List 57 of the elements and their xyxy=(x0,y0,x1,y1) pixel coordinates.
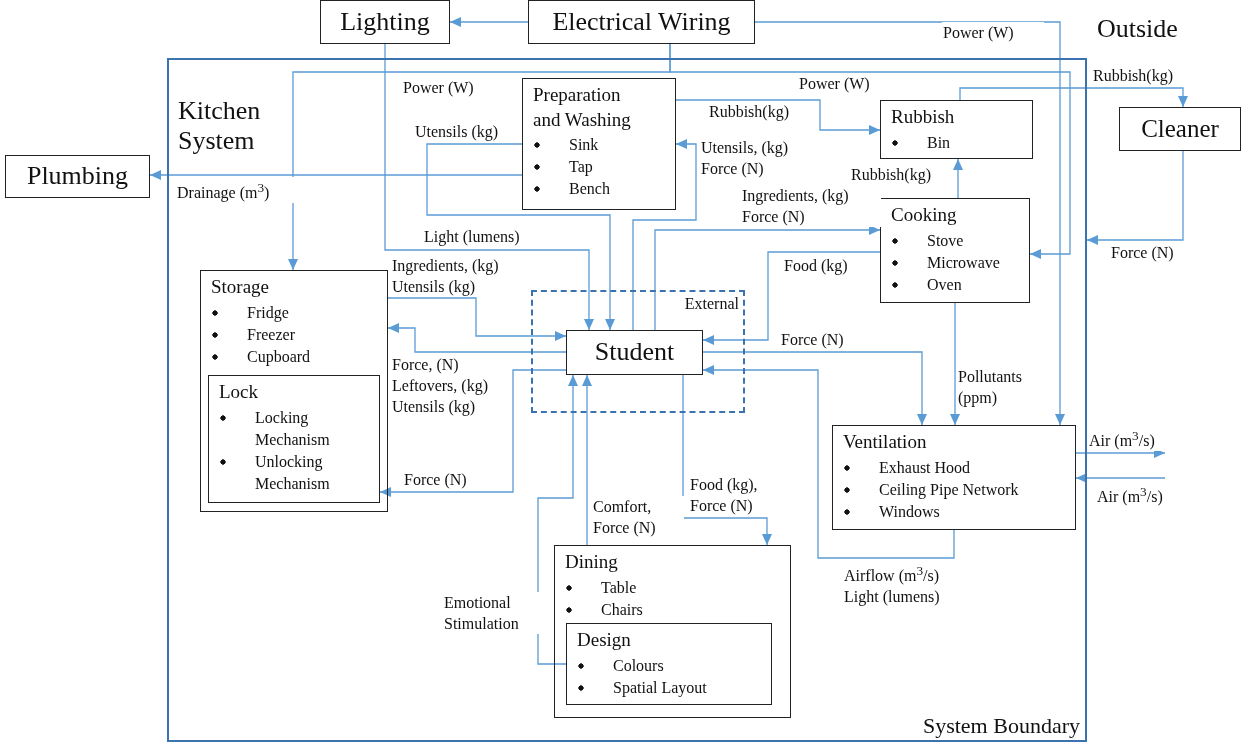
node-title: Design xyxy=(577,628,632,652)
component-box xyxy=(1119,107,1241,151)
arrow xyxy=(669,43,1071,259)
edge-label: Power (W) xyxy=(942,22,1044,43)
node-label: Student xyxy=(594,338,675,367)
arrow xyxy=(959,87,1188,108)
system-title: Kitchen System xyxy=(178,96,262,156)
system-boundary xyxy=(167,58,1087,742)
node-title: Cooking xyxy=(891,203,958,227)
arrow xyxy=(449,17,529,27)
arrow xyxy=(953,158,963,199)
region-label: External xyxy=(684,295,739,314)
component-box xyxy=(208,375,380,503)
component-box xyxy=(832,425,1076,530)
node-label: Lighting xyxy=(340,7,430,37)
arrow xyxy=(1086,150,1184,245)
component-box xyxy=(880,100,1033,159)
arrow xyxy=(950,302,960,426)
node-title: Rubbish xyxy=(891,105,956,129)
component-box xyxy=(880,198,1030,303)
arrow xyxy=(387,323,567,353)
arrow xyxy=(387,297,567,341)
node-label: Plumbing xyxy=(26,162,129,191)
component-box xyxy=(200,270,388,512)
arrow xyxy=(1075,473,1166,483)
edge-label: Comfort, Force (N) xyxy=(592,496,684,538)
arrow xyxy=(582,374,592,546)
node-title: Ventilation xyxy=(843,430,928,454)
component-box xyxy=(522,78,676,210)
component-box xyxy=(528,0,755,44)
arrow xyxy=(384,43,594,331)
dashed-boundary xyxy=(531,290,745,413)
arrow xyxy=(682,374,772,546)
component-box xyxy=(554,545,791,718)
component-box xyxy=(320,0,450,44)
component-box xyxy=(5,155,150,198)
arrow xyxy=(149,170,523,180)
region-label: Outside xyxy=(1097,14,1178,44)
arrow xyxy=(702,365,955,559)
arrow xyxy=(632,139,697,331)
node-label: Cleaner xyxy=(1141,115,1219,143)
arrow xyxy=(537,374,578,665)
node-title: Preparation and Washing xyxy=(533,83,632,132)
component-box xyxy=(566,623,772,705)
arrow xyxy=(654,225,881,331)
boundary-label: System Boundary xyxy=(922,712,1080,738)
arrow xyxy=(426,143,615,331)
node-title: Lock xyxy=(219,380,260,404)
node-title: Dining xyxy=(565,550,619,574)
arrow xyxy=(702,351,927,426)
component-box xyxy=(566,330,703,375)
arrow xyxy=(379,369,567,497)
arrow xyxy=(675,99,881,135)
arrow xyxy=(754,21,1065,426)
node-label: Electrical Wiring xyxy=(552,7,731,37)
arrow xyxy=(702,251,881,345)
node-title: Storage xyxy=(211,275,271,299)
